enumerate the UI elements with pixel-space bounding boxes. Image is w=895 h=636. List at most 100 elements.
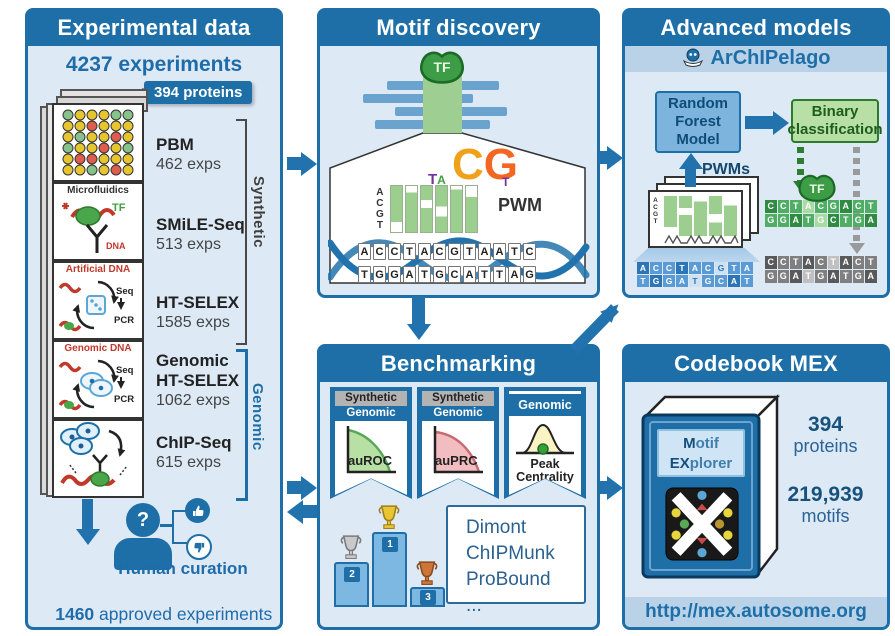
card-projection-funnel xyxy=(633,248,760,262)
curation-down-arrow xyxy=(82,499,93,529)
tool-chipmunk: ChIPMunk xyxy=(466,543,555,564)
auprc-chart xyxy=(433,426,483,474)
centrality-label: Centrality xyxy=(516,470,574,484)
mex-x-logo xyxy=(665,487,739,561)
genomic-ht-selex-icon: Genomic DNA Seq PCR xyxy=(52,340,144,419)
tag-genomic: Genomic xyxy=(509,394,581,416)
thumbs-down-icon xyxy=(186,534,212,560)
method-name-chip-seq: ChIP-Seq xyxy=(156,433,232,452)
genomic-bracket xyxy=(236,349,248,501)
ribbon-auprc: Synthetic Genomic auPRC xyxy=(417,387,499,499)
silver-trophy-icon xyxy=(340,535,362,559)
method-count-smile-seq: 513 exps xyxy=(156,236,221,253)
pwms-up-arrow xyxy=(685,169,696,187)
podium-rank-1: 1 xyxy=(382,537,398,552)
tf-blob-icon: TF xyxy=(420,51,464,84)
advanced-models-header: Advanced models xyxy=(624,10,888,46)
robot-boat-icon xyxy=(683,48,704,67)
method-name-ht-selex: HT-SELEX xyxy=(156,293,240,312)
motif-site-band xyxy=(423,75,462,133)
negative-flow-dashed-arrow xyxy=(853,147,860,243)
motif-explorer-label: Motif EXplorer xyxy=(657,429,745,477)
panel-experimental-data: Experimental data 4237 experiments 394 p… xyxy=(25,8,283,630)
panel-benchmarking: Benchmarking Synthetic Genomic auROC Syn… xyxy=(317,344,600,630)
mex-url: http://mex.autosome.org xyxy=(625,597,887,627)
arrow-benchmarking-to-mex xyxy=(600,481,607,494)
logo-small-right: T xyxy=(502,175,510,189)
mex-proteins-count: 394 xyxy=(807,413,844,436)
svg-text:TF: TF xyxy=(112,202,126,214)
archipelago-band: ArChIPelago xyxy=(625,44,887,72)
rf-to-binary-arrow xyxy=(745,116,773,129)
ribbon-peak-centrality: Genomic Peak Centrality xyxy=(504,387,586,499)
archipelago-title: ArChIPelago xyxy=(710,46,831,69)
ht-selex-icon: Artificial DNA Seq PCR xyxy=(52,261,144,340)
tag-genomic: Genomic xyxy=(335,406,407,421)
tf-blob-icon: TF xyxy=(798,174,836,202)
read-bar xyxy=(363,94,473,103)
method-count-chip-seq: 615 exps xyxy=(156,454,221,471)
method-name-smile-seq: SMiLE-Seq xyxy=(156,215,245,234)
method-name-genomic-1: Genomic xyxy=(156,351,229,370)
bronze-trophy-icon xyxy=(416,561,438,585)
curator-body-icon xyxy=(114,538,172,570)
method-count-pbm: 462 exps xyxy=(156,156,221,173)
artificial-dna-label: Artificial DNA xyxy=(65,264,131,275)
curation-connector-bracket xyxy=(172,510,187,544)
svg-text:TF: TF xyxy=(434,59,451,75)
arrow-experimental-to-motif xyxy=(287,157,301,170)
chip-seq-icon xyxy=(52,419,144,498)
method-count-genomic: 1062 exps xyxy=(156,392,230,409)
mex-motifs-count: 219,939 xyxy=(787,483,864,506)
pwm-label: PWM xyxy=(498,195,542,215)
arrow-benchmarking-to-experimental xyxy=(303,505,317,518)
tag-synthetic: Synthetic xyxy=(335,391,407,406)
svg-text:DNA: DNA xyxy=(106,241,126,251)
tag-genomic: Genomic xyxy=(422,406,494,421)
pwm-matrix xyxy=(390,185,478,233)
curator-head-question-icon: ? xyxy=(126,503,160,537)
experimental-data-header: Experimental data xyxy=(27,10,281,46)
auroc-chart xyxy=(346,426,396,474)
synthetic-group-label: Synthetic xyxy=(250,176,267,249)
method-count-ht-selex: 1585 exps xyxy=(156,314,230,331)
svg-text:TF: TF xyxy=(809,182,825,196)
peak-centrality-chart xyxy=(516,423,574,455)
proteins-badge: 394 proteins xyxy=(144,81,253,104)
arrow-benchmarking-to-advanced xyxy=(570,304,619,354)
card-logo-zigzag xyxy=(664,235,739,244)
motif-discovery-header: Motif discovery xyxy=(319,10,598,46)
auprc-label: auPRC xyxy=(435,453,478,468)
genomic-group-label: Genomic xyxy=(249,383,266,451)
microfluidics-label: Microfluidics xyxy=(67,185,129,196)
mex-proteins-word: proteins xyxy=(793,436,858,456)
logo-small-left: TA xyxy=(428,171,446,188)
positive-flow-dashed-arrow xyxy=(797,147,804,181)
method-name-pbm: PBM xyxy=(156,135,194,154)
auroc-label: auROC xyxy=(348,453,393,468)
svg-text:Seq: Seq xyxy=(116,365,134,376)
approved-summary: 1460 approved experiments for 236 protei… xyxy=(55,604,273,624)
thumbs-up-icon xyxy=(185,498,210,523)
arrow-motif-to-advanced xyxy=(599,151,607,164)
tool-dimont: Dimont xyxy=(466,517,527,538)
smile-seq-icon: Microfluidics TF DNA xyxy=(52,182,144,261)
human-curation-label: Human curation xyxy=(118,559,248,578)
gold-trophy-icon xyxy=(378,505,400,529)
mex-motifs-word: motifs xyxy=(801,506,850,526)
tool-ellipsis: ... xyxy=(466,595,482,616)
